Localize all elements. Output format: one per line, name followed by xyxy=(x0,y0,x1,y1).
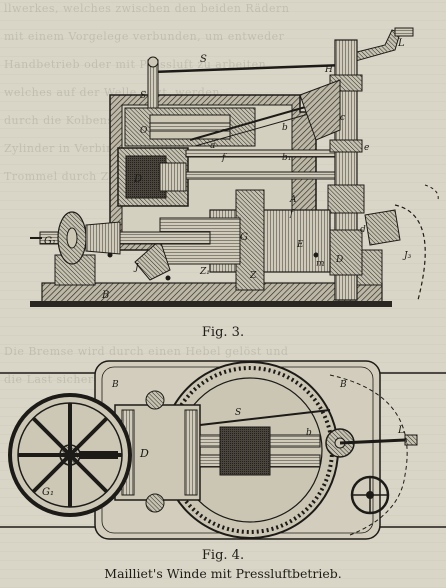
label-s2: S xyxy=(140,91,146,101)
label-a2: A xyxy=(289,195,297,205)
control-rod xyxy=(151,63,346,74)
label-o: O xyxy=(140,126,148,136)
figure-4-drawing: B S B b D L G₁ xyxy=(0,360,446,540)
label-c: c xyxy=(340,113,345,123)
label-z1: Z₁ xyxy=(199,267,210,277)
label-l-crank: L xyxy=(397,425,405,436)
pulley-cone xyxy=(85,221,121,255)
label-b-right: B xyxy=(339,380,347,390)
crank-grip xyxy=(394,27,414,37)
cylinder-bolt-top xyxy=(145,390,165,410)
label-b1: b₁ xyxy=(282,153,291,163)
piston-head xyxy=(159,162,187,192)
piston-rod-upper xyxy=(185,149,337,158)
figure-title: Mailliet's Winde mit Pressluftbetrieb. xyxy=(104,566,342,581)
chain-guide xyxy=(364,209,401,246)
label-m: m xyxy=(316,259,325,269)
crosshead xyxy=(219,426,271,476)
bolt xyxy=(313,252,319,258)
label-b2: B xyxy=(101,290,109,301)
label-l: L xyxy=(397,38,405,49)
bleed-through-text: llwerkes, welches zwischen den beiden Rä… xyxy=(4,2,290,15)
label-f: f xyxy=(221,153,227,163)
worm-gear-housing xyxy=(327,184,365,214)
crank-handle-end xyxy=(404,434,418,446)
pawl-lever xyxy=(134,239,171,281)
label-d-cylinder: D xyxy=(139,447,149,460)
label-h: H xyxy=(324,65,333,75)
label-b-small: b xyxy=(306,428,312,438)
figure-3-drawing: S S H L O b a f D c e b₁ G A f E G₁ d J … xyxy=(30,27,439,307)
link-rod xyxy=(199,409,331,426)
bolt xyxy=(107,252,113,258)
label-e: e xyxy=(364,143,369,153)
cylinder-bolt-bottom xyxy=(145,493,165,513)
figure-3-caption: Fig. 3. xyxy=(201,325,245,340)
label-b-top: B xyxy=(111,380,119,390)
bleed-through-text: mit einem Vorgelege verbunden, um entwed… xyxy=(4,30,285,43)
label-d2: d xyxy=(360,225,366,235)
label-j3: J₃ xyxy=(402,251,412,261)
shaft-bearing-lower xyxy=(329,229,363,276)
piston-block xyxy=(125,155,167,199)
control-knob xyxy=(147,56,159,68)
label-j: J xyxy=(133,263,140,273)
casing-bracket xyxy=(299,79,341,141)
label-f2: f xyxy=(289,209,295,219)
label-e2: E xyxy=(296,240,304,250)
label-s-top: S xyxy=(235,408,241,418)
wheel-spoke xyxy=(31,416,109,494)
bolt xyxy=(165,275,171,281)
label-b: b xyxy=(282,123,288,133)
bleed-through-text: Handbetrieb oder mit Pressluft zu arbeit… xyxy=(4,58,267,71)
label-d3: D xyxy=(335,255,343,265)
bleed-through-text: Die Bremse wird durch einen Hebel gelöst… xyxy=(4,345,289,358)
chain-path-top xyxy=(424,184,439,201)
label-s: S xyxy=(200,54,207,65)
figure-4: B S B b D L G₁ xyxy=(0,355,446,545)
base-shadow xyxy=(30,301,392,307)
shaft-collar-mid xyxy=(329,139,363,153)
label-d: D xyxy=(133,174,142,185)
chain-path xyxy=(394,204,426,301)
figure-3: S S H L O b a f D c e b₁ G A f E G₁ d J … xyxy=(30,27,439,307)
label-a: a xyxy=(210,141,215,151)
figure-4-caption: Fig. 4. xyxy=(201,548,245,563)
label-g: G xyxy=(240,232,248,243)
pulley-hub xyxy=(66,227,78,249)
valve-rod xyxy=(149,122,231,132)
label-g1-wheel: G₁ xyxy=(42,487,54,498)
cylinder-ribs-right xyxy=(184,409,198,496)
label-z: Z xyxy=(249,271,257,281)
piston-rod-lower xyxy=(185,171,337,180)
crank-shaft xyxy=(339,438,406,445)
dashed-sweep xyxy=(329,374,408,536)
label-g1: G₁ xyxy=(44,236,56,247)
drum-hub xyxy=(235,189,265,291)
